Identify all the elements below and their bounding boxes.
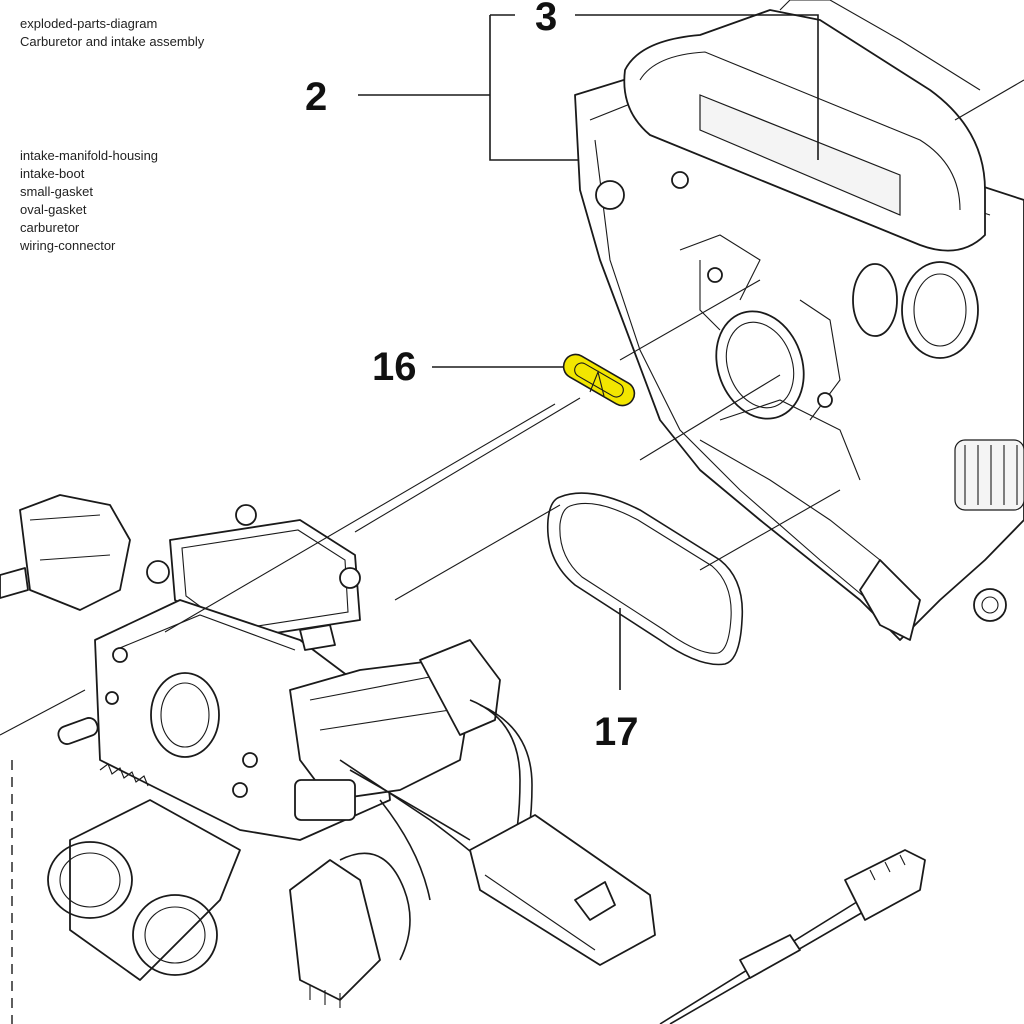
small-gasket-highlighted[interactable] (559, 350, 639, 410)
diagram-type: exploded-parts-diagram (20, 16, 157, 31)
diagram-info: exploded-parts-diagram Carburetor and in… (19, 16, 205, 253)
callout-leaders (358, 14, 819, 690)
carburetor[interactable] (0, 494, 501, 981)
callout-3: 3 (535, 0, 557, 39)
alignment-lines (0, 79, 1024, 1024)
part-name: oval-gasket (20, 202, 87, 217)
callout-2: 2 (305, 75, 327, 119)
part-name: carburetor (20, 220, 80, 235)
intake-boot[interactable] (623, 0, 986, 252)
diagram-subject: Carburetor and intake assembly (20, 34, 205, 49)
oval-gasket[interactable] (546, 492, 744, 666)
part-name: small-gasket (20, 184, 93, 199)
part-name: wiring-connector (19, 238, 116, 253)
callout-17: 17 (594, 710, 639, 754)
part-name: intake-manifold-housing (20, 148, 158, 163)
part-name: intake-boot (20, 166, 85, 181)
callout-16: 16 (372, 345, 417, 389)
wiring-connector[interactable] (289, 699, 926, 1024)
